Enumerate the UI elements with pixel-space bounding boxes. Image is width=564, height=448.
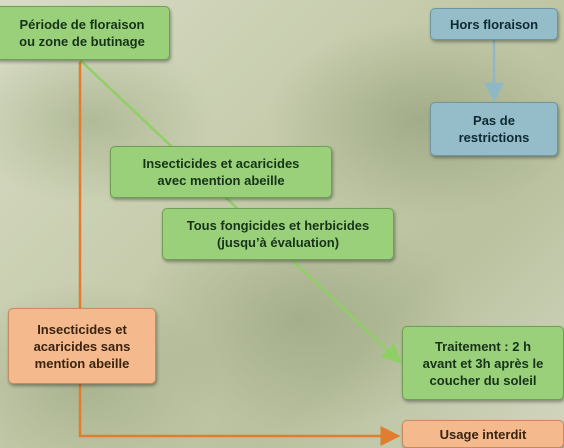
node-insecticides-mention: Insecticides et acaricides avec mention … [110, 146, 332, 198]
node-insecticides-mention-label: Insecticides et acaricides avec mention … [142, 156, 300, 188]
node-pas-restrictions-label: Pas de restrictions [458, 113, 530, 145]
node-floraison: Période de floraison ou zone de butinage [0, 6, 170, 60]
node-fongicides: Tous fongicides et herbicides (jusqu’à é… [162, 208, 394, 260]
node-traitement-label: Traitement : 2 h avant et 3h après le co… [422, 338, 544, 388]
node-pas-restrictions: Pas de restrictions [430, 102, 558, 156]
node-usage-interdit: Usage interdit [402, 420, 564, 448]
node-fongicides-label: Tous fongicides et herbicides (jusqu’à é… [186, 218, 370, 250]
connector-floraison-usage [78, 62, 401, 446]
node-insecticides-sans-label: Insecticides et acaricides sans mention … [33, 321, 131, 371]
node-hors-floraison-label: Hors floraison [449, 16, 539, 32]
node-insecticides-sans: Insecticides et acaricides sans mention … [8, 308, 156, 384]
node-hors-floraison: Hors floraison [430, 8, 558, 40]
node-floraison-label: Période de floraison ou zone de butinage [19, 17, 145, 49]
node-usage-interdit-label: Usage interdit [439, 426, 527, 442]
node-traitement: Traitement : 2 h avant et 3h après le co… [402, 326, 564, 400]
